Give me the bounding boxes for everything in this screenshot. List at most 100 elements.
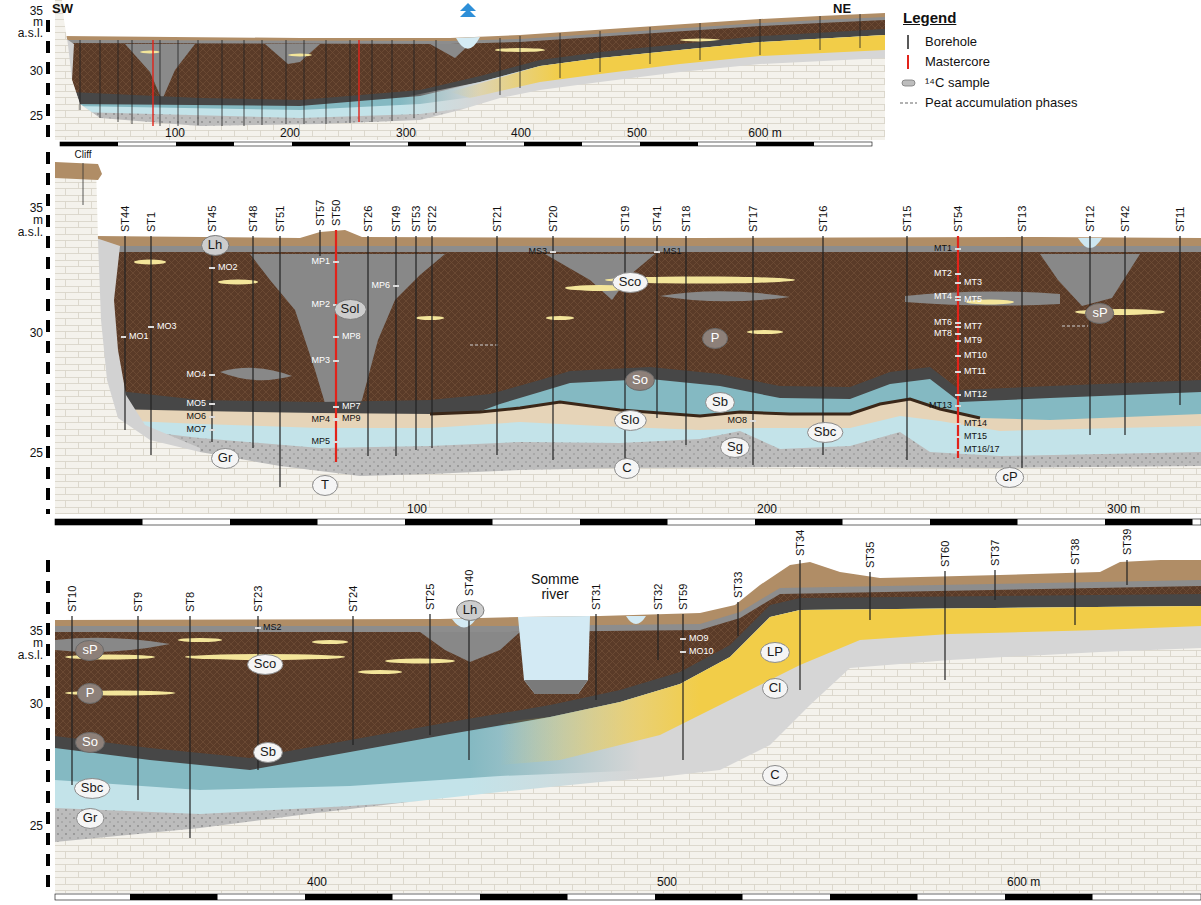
unit-label: So — [75, 732, 105, 753]
borehole-label: ST17 — [747, 206, 759, 232]
overview-section — [153, 40, 359, 126]
sample-label: MS1 — [663, 247, 682, 257]
borehole-label: ST24 — [347, 586, 359, 612]
detail-section — [178, 638, 222, 642]
sample-label: MT11 — [964, 367, 986, 377]
borehole-label: ST9 — [132, 592, 144, 612]
unit-ellipse — [614, 410, 646, 430]
scale-label: 600 m — [748, 127, 781, 140]
borehole-label: ST33 — [732, 572, 744, 598]
unit-ellipse — [612, 272, 647, 292]
unit-ellipse — [706, 392, 735, 412]
legend-symbols — [900, 35, 917, 103]
overview-section — [456, 37, 480, 49]
detail-section — [72, 560, 1127, 838]
sample-label: MO5 — [186, 399, 206, 409]
borehole-label: ST26 — [362, 206, 374, 232]
unit-ellipse — [334, 299, 366, 319]
detail-section — [134, 260, 166, 265]
sample-label: MT10 — [964, 351, 987, 361]
sample-label: MO10 — [689, 647, 714, 657]
borehole-label: ST10 — [66, 586, 78, 612]
unit-label: sP — [75, 640, 104, 661]
legend-symbols — [900, 102, 917, 104]
overview-section — [80, 14, 860, 126]
unit-code: Sb — [705, 392, 735, 410]
unit-code: Sco — [247, 654, 283, 672]
unit-code: Gr — [76, 808, 104, 826]
legend-symbols — [902, 80, 915, 86]
unit-label: Sco — [612, 272, 648, 293]
axis-label: 25 — [30, 447, 43, 460]
scale-bar — [48, 20, 1201, 900]
unit-ellipse — [201, 235, 228, 255]
unit-code: Sbc — [74, 778, 110, 796]
sample-label: MT16/17 — [964, 445, 1000, 455]
unit-ellipse — [313, 475, 338, 495]
legend-text: ¹⁴C sample — [925, 76, 990, 90]
unit-ellipse — [762, 678, 787, 698]
borehole-label: ST60 — [939, 541, 951, 567]
unit-code: Cl — [762, 678, 788, 696]
unit-code: Sg — [720, 437, 750, 455]
scale-bar — [55, 519, 1201, 525]
detail-section — [546, 316, 574, 320]
sample-label: MO9 — [689, 634, 709, 644]
unit-ellipse — [626, 370, 655, 390]
unit-label: sP — [1085, 303, 1114, 324]
detail-section — [134, 260, 1165, 335]
unit-label: cP — [995, 467, 1024, 488]
unit-code: So — [625, 370, 655, 388]
axis-label: a.s.l. — [18, 649, 43, 662]
unit-ellipse — [721, 437, 750, 457]
unit-label: Lh — [456, 600, 484, 621]
unit-code: C — [762, 765, 788, 783]
detail-section — [385, 659, 455, 664]
detail-section — [358, 670, 402, 674]
sample-label: MT9 — [964, 336, 982, 346]
sample-label: MT3 — [964, 278, 982, 288]
sample-label: MO8 — [727, 416, 747, 426]
borehole-label: ST11 — [1174, 207, 1186, 232]
unit-code: sP — [1085, 303, 1114, 321]
unit-ellipse — [76, 808, 103, 828]
scale-label: 200 — [280, 127, 300, 140]
detail-section — [452, 616, 646, 694]
detail-section — [83, 163, 84, 205]
unit-ellipse — [211, 448, 238, 468]
borehole-label: ST23 — [252, 586, 264, 612]
unit-code: C — [614, 458, 640, 476]
unit-ellipse — [78, 683, 103, 703]
detail-section — [65, 638, 455, 696]
borehole-label: ST8 — [184, 592, 196, 612]
axis-label: 30 — [30, 65, 43, 78]
borehole-label: ST45 — [206, 206, 218, 232]
axis-label: 30 — [30, 698, 43, 711]
detail-section — [312, 640, 348, 644]
unit-ellipse — [615, 458, 640, 478]
detail-section — [55, 632, 520, 662]
borehole-label: ST32 — [652, 584, 664, 610]
scale-label: 200 — [757, 503, 777, 516]
unit-label: Sg — [720, 437, 750, 458]
borehole-label: ST53 — [410, 206, 422, 232]
detail-section — [416, 316, 444, 320]
borehole-label: ST44 — [119, 206, 131, 232]
sample-label: MO4 — [186, 370, 206, 380]
sample-label: MO7 — [186, 425, 206, 435]
scale-label: 100 — [407, 503, 427, 516]
unit-code: Slo — [614, 410, 647, 428]
sample-label: MP5 — [311, 437, 330, 447]
detail-section — [524, 680, 588, 694]
unit-ellipse — [761, 642, 790, 662]
borehole-label: ST12 — [1084, 206, 1096, 232]
sample-label: MS3 — [528, 247, 547, 257]
axis-label: a.s.l. — [18, 226, 43, 239]
unit-code: Lh — [456, 600, 484, 618]
unit-code: P — [702, 328, 728, 346]
detail-section — [218, 280, 258, 285]
axis-label: 30 — [30, 327, 43, 340]
direction-label: SW — [52, 2, 73, 16]
overview-section — [140, 51, 160, 54]
scale-bar — [46, 20, 50, 893]
